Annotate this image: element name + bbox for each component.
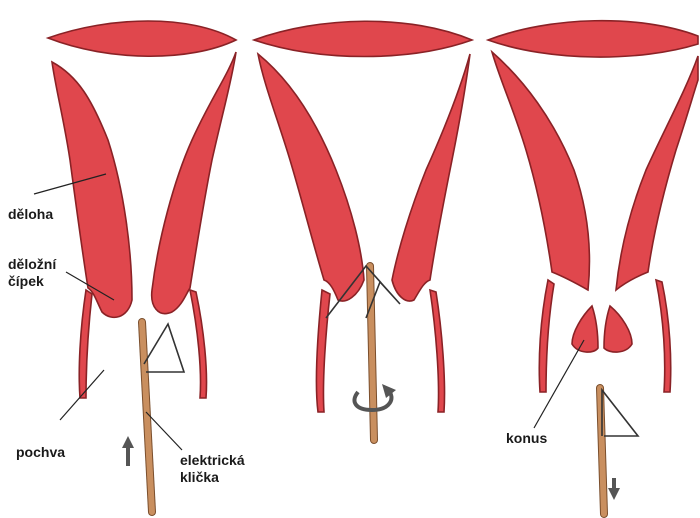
panel-3-uterus-right-wall <box>616 56 698 290</box>
panel-1-fundus <box>48 21 236 56</box>
panel-1-before-excision <box>48 21 236 512</box>
label-konus: konus <box>506 430 547 447</box>
panel-3-down-arrow <box>608 478 620 500</box>
panel-2-fundus <box>254 21 472 56</box>
label-pochva: pochva <box>16 444 65 461</box>
panel-2-uterus-left-wall <box>258 54 364 301</box>
panel-3-vagina-left-wall <box>539 280 554 392</box>
panel-3-fundus <box>488 21 698 57</box>
panel-1-up-arrow <box>122 436 134 466</box>
panel-2-vagina-left-wall <box>316 290 330 412</box>
label-klicka-line2: klička <box>180 469 219 486</box>
label-deloha: děloha <box>8 206 53 223</box>
panel-2-vagina-right-wall <box>430 290 445 412</box>
panel-1-vagina-left-wall <box>79 290 92 398</box>
panel-1-vagina-right-wall <box>190 290 207 398</box>
panel-3-loop-tip <box>602 390 638 436</box>
panel-3-excised-cone-right <box>604 306 632 352</box>
label-klicka-line1: elektrická <box>180 452 245 469</box>
panel-3-uterus-left-wall <box>492 52 589 290</box>
panel-1-uterus-left-wall <box>52 62 132 317</box>
panel-2-rotation-arrow-head <box>382 384 396 398</box>
panel-2-rotation <box>254 21 472 440</box>
panel-2-uterus-right-wall <box>392 54 470 301</box>
label-cipek-line2: čípek <box>8 273 44 290</box>
panel-2-loop-wire <box>370 266 374 440</box>
label-cipek-line1: děložní <box>8 256 56 273</box>
panel-3-excised-cone-left <box>572 306 598 352</box>
panel-1-uterus-right-wall <box>152 52 236 314</box>
panel-3-vagina-right-wall <box>656 280 671 392</box>
panel-1-loop-tip <box>144 324 184 372</box>
